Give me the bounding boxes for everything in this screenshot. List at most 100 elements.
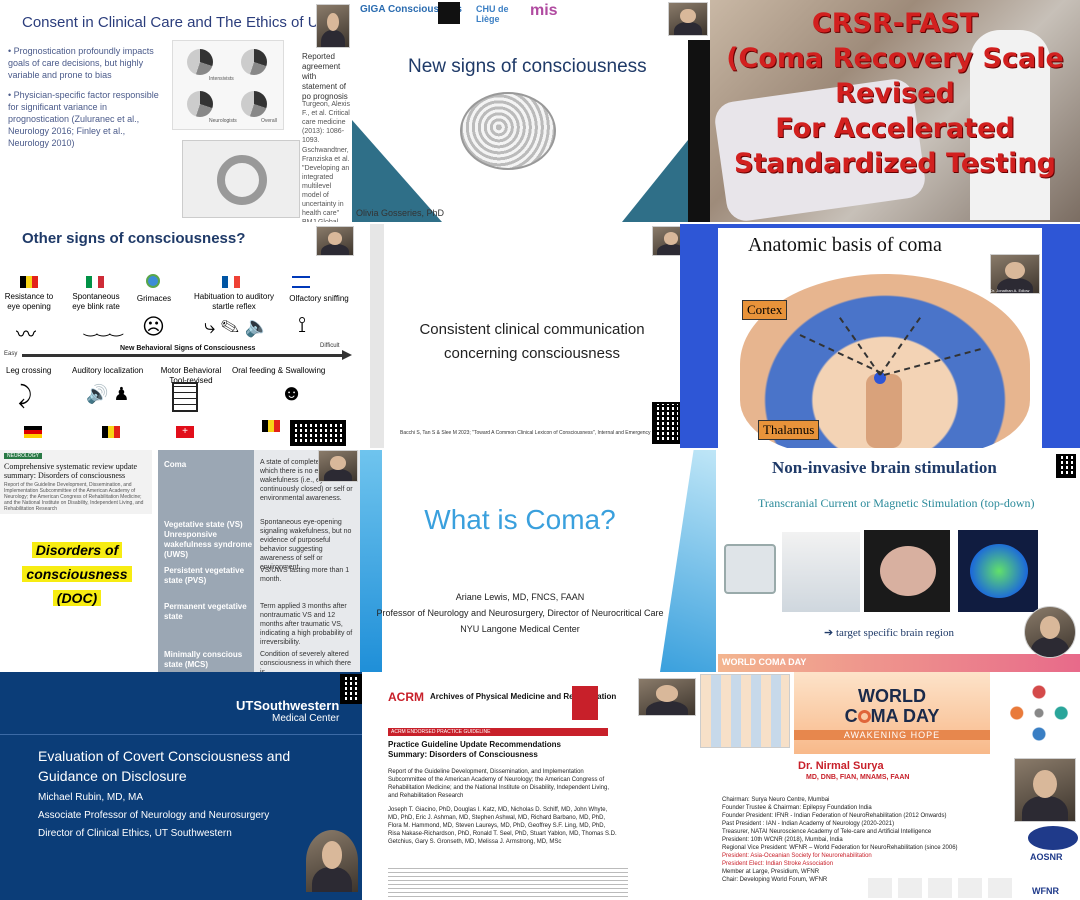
teal-triangle	[622, 140, 688, 222]
tile-disorders-of-consciousness[interactable]: NEUROLOGY Comprehensive systematic revie…	[0, 450, 360, 672]
logo-main: UTSouthwestern	[236, 698, 340, 713]
difficulty-arrow	[22, 354, 342, 357]
definition-cell: Term applied 3 months after nontraumatic…	[260, 603, 353, 646]
doc-title: Disorders of consciousness (DOC)	[22, 538, 132, 610]
teal-triangle	[352, 120, 442, 222]
flag-switzerland: +	[176, 426, 194, 438]
flag-france	[222, 276, 240, 288]
brainstem	[866, 374, 902, 448]
qr-code[interactable]	[1056, 454, 1076, 478]
speaker-video	[990, 254, 1040, 294]
blue-band-left	[360, 450, 382, 672]
blink-icon: ‿‿‿	[84, 320, 123, 337]
bio-line-highlight: President: Asia-Oceanian Society for Neu…	[722, 853, 872, 859]
bullet-list: • Prognostication profoundly impacts goa…	[8, 46, 159, 148]
sign-label: Habituation to auditory startle reflex	[193, 292, 275, 311]
black-bar	[688, 40, 710, 222]
tile-what-is-coma[interactable]: What is Coma? Ariane Lewis, MD, FNCS, FA…	[360, 450, 716, 672]
wcd-line1: WORLD	[858, 686, 926, 706]
tile-consent-ethics[interactable]: Consent in Clinical Care and The Ethics …	[0, 0, 352, 222]
brain-render	[880, 546, 936, 596]
sign-label: Olfactory sniffing	[289, 294, 349, 303]
tile-clinical-communication[interactable]: Consistent clinical communication concer…	[370, 224, 680, 448]
acrm-logo: ACRM	[388, 690, 424, 704]
speaker-name: Michael Rubin, MD, MA	[38, 792, 144, 803]
tile-other-signs[interactable]: Other signs of consciousness? Resistance…	[0, 224, 356, 448]
tile-crsr-fast[interactable]: CRSR-FAST (Coma Recovery Scale Revised F…	[710, 0, 1080, 222]
speaker-video	[316, 226, 354, 256]
bio-line: Regional Vice President: WFNR – World Fe…	[722, 845, 958, 851]
qr-code[interactable]	[340, 674, 362, 704]
pie-label: Neurologists	[209, 118, 237, 124]
pie-chart	[187, 49, 213, 75]
wcd-line2-b: MA DAY	[870, 706, 940, 726]
tile-brain-stimulation[interactable]: Non-invasive brain stimulation Transcran…	[718, 450, 1080, 672]
qr-code[interactable]	[290, 420, 346, 446]
anatomy-chart	[700, 674, 790, 748]
doc-line: consciousness	[22, 562, 132, 586]
ut-logo: UTSouthwestern Medical Center	[236, 698, 339, 724]
axis-right: Difficult	[320, 343, 340, 349]
logo-box	[438, 2, 460, 24]
pie-label: Overall	[261, 118, 277, 124]
speaker-video	[318, 450, 358, 482]
slide-title: Evaluation of Covert Consciousness and G…	[38, 746, 290, 786]
tile-ut-southwestern[interactable]: UTSouthwestern Medical Center Evaluation…	[0, 672, 362, 900]
speaker-video	[306, 830, 358, 892]
term-cell: Vegetative state (VS) Unresponsive wakef…	[164, 520, 253, 559]
term-cell: Persistent vegetative state (PVS)	[164, 566, 245, 585]
tile-acrm-guideline[interactable]: ACRM Archives of Physical Medicine and R…	[362, 672, 698, 900]
slide-title: Other signs of consciousness?	[22, 230, 246, 247]
crsr-line: Standardized Testing	[734, 148, 1056, 179]
speaker-name: Olivia Gosseries, PhD	[356, 208, 445, 218]
caption: ➔ target specific brain region	[824, 627, 954, 639]
pie-chart	[241, 49, 267, 75]
bullet-text: Prognostication profoundly impacts goals…	[8, 46, 154, 80]
journal-header: NEUROLOGY Comprehensive systematic revie…	[0, 450, 152, 514]
grimace-icon: ☹	[142, 314, 165, 339]
divider	[0, 734, 362, 735]
sign-label: Auditory localization	[72, 366, 144, 375]
speaker-video	[1024, 606, 1076, 658]
startle-icon: ⤷ ✎ 🔈	[204, 316, 270, 338]
journal-name: Archives of Physical Medicine and Rehabi…	[430, 692, 617, 701]
bullet-text: Physician-specific factor responsible fo…	[8, 90, 159, 148]
speaker-video	[1014, 758, 1076, 822]
sign-label: Motor Behavioral Tool-revised	[160, 366, 222, 385]
bio-line: Founder Trustee & Chairman: Epilepsy Fou…	[722, 805, 872, 811]
bio-line: President: 10th WCNR (2018), Mumbai, Ind…	[722, 837, 843, 843]
journal-cover	[572, 686, 598, 720]
sign-label: Spontaneous eye blink rate	[72, 292, 120, 311]
pie-chart	[187, 91, 213, 117]
reported-agreement-text: Reported agreement with statement of po …	[302, 52, 348, 101]
brain-illustration	[460, 92, 556, 170]
flag-belgium	[102, 426, 120, 438]
flag-israel	[292, 276, 310, 288]
globe-icon	[146, 274, 160, 288]
feeding-icon: ☻	[280, 380, 304, 405]
speaker-sound-icon: 🔊 ♟	[86, 384, 130, 404]
crsr-line: Revised	[835, 78, 955, 109]
bio-list: Chairman: Surya Neuro Centre, Mumbai Fou…	[722, 796, 1022, 884]
tile-anatomic-basis[interactable]: Anatomic basis of coma Cortex Thalamus D…	[680, 224, 1080, 448]
tile-new-signs[interactable]: GIGA Consciousness CHU de Liège mis New …	[352, 0, 710, 222]
title-line: concerning consciousness	[444, 345, 620, 362]
wcd-banner	[794, 672, 990, 754]
network-logo	[1002, 678, 1076, 748]
definition-cell: VS/UWS lasting more than 1 month.	[260, 567, 350, 583]
term-cell: Permanent vegetative state	[164, 602, 247, 621]
label-thalamus: Thalamus	[758, 420, 820, 440]
logo-sub: Medical Center	[272, 713, 340, 724]
slide-title: New signs of consciousness	[408, 56, 647, 77]
crsr-line: (Coma Recovery Scale	[726, 43, 1064, 74]
bio-line: Chair: Developing World Forum, WFNR	[722, 877, 828, 883]
sign-label: Oral feeding & Swallowing	[232, 366, 326, 375]
definition-cell: A state of complete unr... which there i…	[260, 459, 353, 502]
sign-label: Leg crossing	[6, 366, 52, 375]
mis-logo: mis	[530, 2, 558, 19]
speaker-role: Director of Clinical Ethics, UT Southwes…	[38, 828, 232, 839]
qr-code[interactable]	[652, 402, 680, 444]
red-banner: ACRM ENDORSED PRACTICE GUIDELINE	[388, 728, 608, 736]
